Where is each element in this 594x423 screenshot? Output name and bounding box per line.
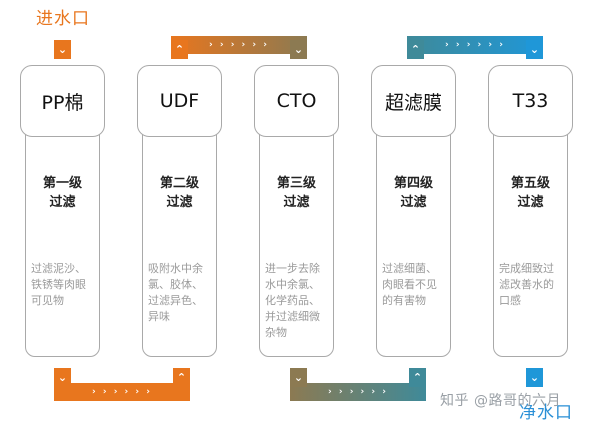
stage-body: 第二级 过滤 吸附水中余氯、胶体、过滤异色、异味 [142, 125, 217, 357]
stage-description: 进一步去除水中余氯、化学药品、并过滤细微杂物 [265, 262, 320, 339]
chevron-up-icon: ⌃ [407, 40, 424, 59]
stage-level: 第四级 过滤 [393, 176, 433, 210]
stage-description: 过滤泥沙、铁锈等肉眼可见物 [31, 262, 86, 307]
outlet-chevron-down-icon: ⌄ [526, 368, 543, 387]
stage-name: PP棉 [20, 65, 105, 137]
chevron-down-icon: ⌄ [290, 40, 307, 59]
chevron-down-icon: ⌄ [526, 40, 543, 59]
stage-name: CTO [254, 65, 339, 137]
connector-1-2-bottom: › › › › › › [54, 383, 190, 401]
stage-name: 超滤膜 [371, 65, 456, 137]
stage-name: T33 [488, 65, 573, 137]
chevron-up-icon: ⌃ [171, 40, 188, 59]
stage-body: 第三级 过滤 进一步去除水中余氯、化学药品、并过滤细微杂物 [259, 125, 334, 357]
stage-level: 第一级 过滤 [42, 176, 82, 210]
connector-2-3-top: › › › › › › [171, 36, 307, 54]
stage-level: 第五级 过滤 [510, 176, 550, 210]
stage-description: 过滤细菌、肉眼看不见的有害物 [382, 262, 437, 307]
stage-description: 完成细致过滤改善水的口感 [499, 262, 554, 307]
stage-body: 第一级 过滤 过滤泥沙、铁锈等肉眼可见物 [25, 125, 100, 357]
chevron-up-icon: ⌃ [409, 368, 426, 387]
chevron-down-icon: ⌄ [290, 368, 307, 387]
stage-name: UDF [137, 65, 222, 137]
stage-description: 吸附水中余氯、胶体、过滤异色、异味 [148, 262, 203, 323]
watermark: 知乎 @路哥的六月 [440, 393, 561, 409]
chevron-down-icon: ⌄ [54, 368, 71, 387]
chevron-up-icon: ⌃ [173, 368, 190, 387]
stage-level: 第三级 过滤 [276, 176, 316, 210]
outlet-label: 净水口 [519, 403, 573, 423]
inlet-label: 进水口 [36, 9, 90, 29]
connector-4-5-top: › › › › › › [407, 36, 543, 54]
inlet-chevron-down-icon: ⌄ [54, 40, 71, 59]
stage-level: 第二级 过滤 [159, 176, 199, 210]
stage-body: 第五级 过滤 完成细致过滤改善水的口感 [493, 125, 568, 357]
stage-body: 第四级 过滤 过滤细菌、肉眼看不见的有害物 [376, 125, 451, 357]
connector-3-4-bottom: › › › › › › [290, 383, 426, 401]
